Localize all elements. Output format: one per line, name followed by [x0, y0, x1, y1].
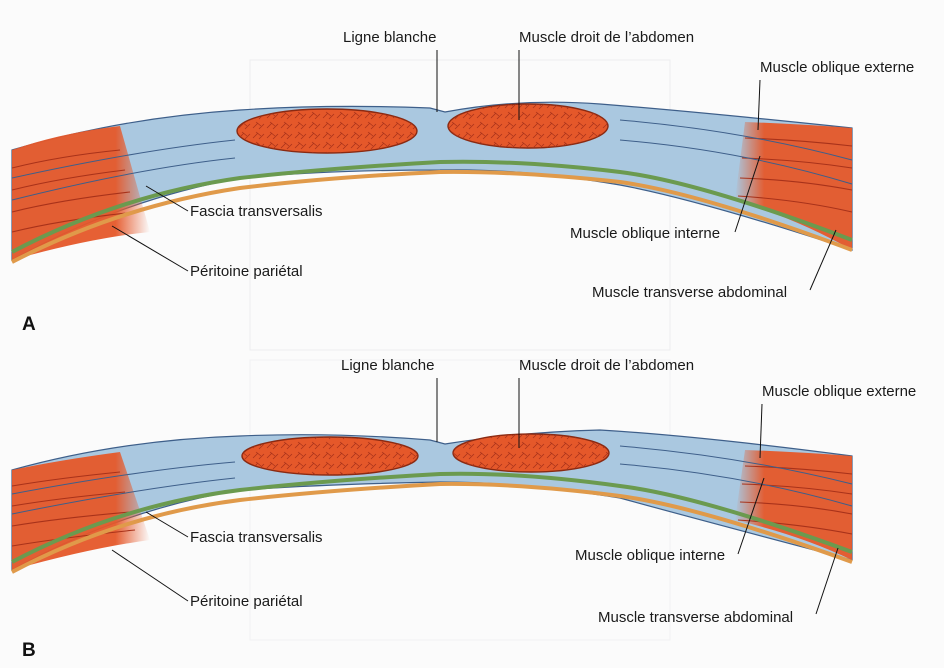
label-rectus-a: Muscle droit de l’abdomen: [519, 29, 694, 46]
label-external-oblique-a: Muscle oblique externe: [760, 59, 914, 76]
label-linea-alba-a: Ligne blanche: [343, 29, 436, 46]
leader-transversus-b: [816, 548, 838, 614]
panel-letter-b: B: [22, 640, 36, 661]
leader-transversalis-b: [146, 512, 188, 537]
label-transversus-a: Muscle transverse abdominal: [592, 284, 787, 301]
label-peritoneum-b: Péritoine pariétal: [190, 593, 303, 610]
panel-b-diagram: [12, 430, 852, 572]
label-internal-oblique-b: Muscle oblique interne: [575, 547, 725, 564]
label-internal-oblique-a: Muscle oblique interne: [570, 225, 720, 242]
label-external-oblique-b: Muscle oblique externe: [762, 383, 916, 400]
leader-peritoneum-a: [112, 226, 188, 271]
label-transversalis-a: Fascia transversalis: [190, 203, 323, 220]
label-linea-alba-b: Ligne blanche: [341, 357, 434, 374]
leader-peritoneum-b: [112, 550, 188, 601]
panel-letter-a: A: [22, 314, 36, 335]
label-peritoneum-a: Péritoine pariétal: [190, 263, 303, 280]
label-rectus-b: Muscle droit de l’abdomen: [519, 357, 694, 374]
label-transversus-b: Muscle transverse abdominal: [598, 609, 793, 626]
panel-a-diagram: [12, 102, 852, 262]
label-transversalis-b: Fascia transversalis: [190, 529, 323, 546]
